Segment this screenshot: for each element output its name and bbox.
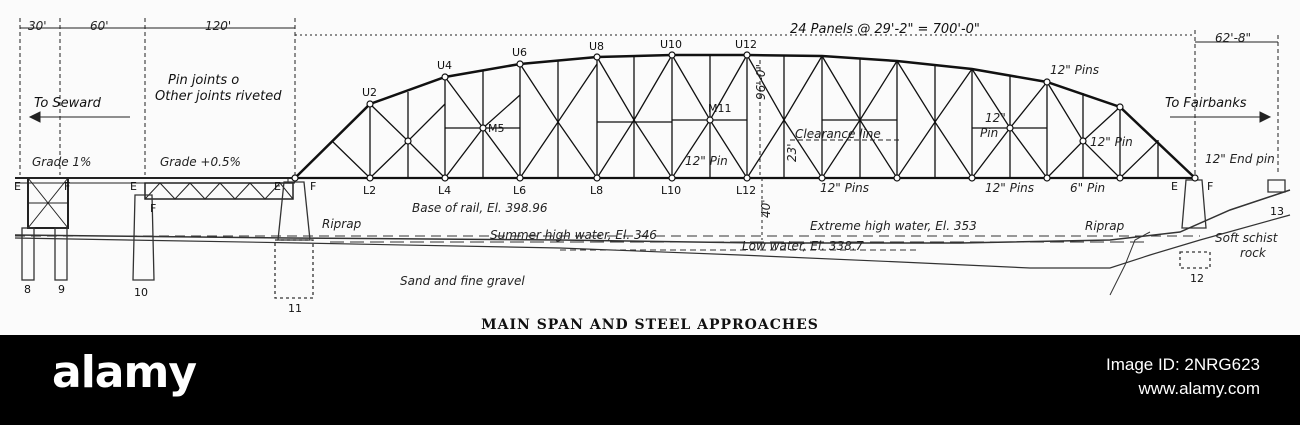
dim-end: 62'-8" bbox=[1215, 31, 1251, 45]
summer-water-label: Summer high water, El. 346 bbox=[490, 228, 657, 242]
to-seward-label: To Seward bbox=[34, 96, 102, 111]
node-m11: M11 bbox=[708, 102, 732, 115]
dimension-lines bbox=[19, 18, 1279, 240]
bearing-f3: F bbox=[310, 180, 316, 193]
pins-top-right: 12" Pins bbox=[1050, 63, 1099, 77]
node-l4: L4 bbox=[438, 184, 451, 197]
bearing-f4: F bbox=[1207, 180, 1213, 193]
bearing-e3: E bbox=[274, 180, 281, 193]
dim-60: 60' bbox=[90, 19, 109, 33]
end-pin-label: 12" End pin bbox=[1205, 152, 1275, 166]
node-u12: U12 bbox=[735, 38, 757, 51]
stock-info: Image ID: 2NRG623 www.alamy.com bbox=[1106, 353, 1260, 401]
node-u4: U4 bbox=[437, 59, 452, 72]
dim-30: 30' bbox=[28, 19, 47, 33]
alamy-logo: alamy bbox=[52, 347, 197, 398]
pin-center-label: 12" Pin bbox=[685, 154, 728, 168]
low-water-label: Low water, El. 338.7 bbox=[742, 239, 864, 253]
node-m5: M5 bbox=[488, 122, 505, 135]
watermark-banner: alamy Image ID: 2NRG623 www.alamy.com bbox=[0, 335, 1300, 425]
pin-right-a2: Pin bbox=[980, 126, 998, 140]
bridge-svg: 30' 60' 120' 24 Panels @ 29'-2" = 700'-0… bbox=[14, 18, 1291, 333]
node-l8: L8 bbox=[590, 184, 603, 197]
node-u10: U10 bbox=[660, 38, 682, 51]
pier-10: 10 bbox=[134, 286, 148, 299]
bearing-e4: E bbox=[1171, 180, 1178, 193]
node-l6: L6 bbox=[513, 184, 526, 197]
node-l10: L10 bbox=[661, 184, 681, 197]
bearing-f1: F bbox=[64, 180, 70, 193]
sand-label: Sand and fine gravel bbox=[400, 274, 525, 288]
dim-120: 120' bbox=[205, 19, 231, 33]
clearance-height: 23' bbox=[785, 143, 799, 162]
pin-joints-note: Pin joints o bbox=[168, 73, 239, 88]
bearing-e1: E bbox=[14, 180, 21, 193]
pier-9: 9 bbox=[58, 283, 65, 296]
ground bbox=[14, 189, 1291, 296]
site-url-text: www.alamy.com bbox=[1138, 379, 1260, 398]
pin-joints bbox=[291, 51, 1199, 182]
pins-bottom-1: 12" Pins bbox=[820, 181, 869, 195]
grade-left: Grade 1% bbox=[32, 155, 91, 169]
grade-mid: Grade +0.5% bbox=[160, 155, 241, 169]
dim-panels: 24 Panels @ 29'-2" = 700'-0" bbox=[790, 22, 980, 37]
node-u8: U8 bbox=[589, 40, 604, 53]
bearing-f2: F bbox=[150, 202, 156, 215]
node-l12: L12 bbox=[736, 184, 756, 197]
pier-12: 12 bbox=[1190, 272, 1204, 285]
riveted-note: Other joints riveted bbox=[155, 89, 282, 104]
pins-bottom-2: 12" Pins bbox=[985, 181, 1034, 195]
approach-spans bbox=[15, 177, 295, 229]
riprap-left-label: Riprap bbox=[322, 217, 362, 231]
clearance-label: Clearance line bbox=[795, 127, 881, 141]
node-l2: L2 bbox=[363, 184, 376, 197]
base-rail-label: Base of rail, El. 398.96 bbox=[412, 201, 548, 215]
bridge-drawing: 30' 60' 120' 24 Panels @ 29'-2" = 700'-0… bbox=[14, 18, 1291, 333]
pier-8: 8 bbox=[24, 283, 31, 296]
pier-11: 11 bbox=[288, 302, 302, 315]
image-id-text: Image ID: 2NRG623 bbox=[1105, 355, 1260, 374]
node-u6: U6 bbox=[512, 46, 527, 59]
pin-6-label: 6" Pin bbox=[1070, 181, 1105, 195]
diagram-caption: MAIN SPAN AND STEEL APPROACHES bbox=[481, 317, 819, 333]
extreme-water-label: Extreme high water, El. 353 bbox=[810, 219, 977, 233]
to-fairbanks-label: To Fairbanks bbox=[1165, 96, 1247, 111]
rock-label-1: Soft schist bbox=[1215, 231, 1279, 245]
depth-label: 40' bbox=[759, 199, 773, 218]
rock-label-2: rock bbox=[1240, 246, 1267, 260]
pin-right-a1: 12" bbox=[985, 111, 1006, 125]
bearing-e2: E bbox=[130, 180, 137, 193]
node-u2: U2 bbox=[362, 86, 377, 99]
riprap-right-label: Riprap bbox=[1085, 219, 1125, 233]
height-label: 96'-0" bbox=[754, 64, 768, 100]
pier-13: 13 bbox=[1270, 205, 1284, 218]
pin-right-b: 12" Pin bbox=[1090, 135, 1133, 149]
